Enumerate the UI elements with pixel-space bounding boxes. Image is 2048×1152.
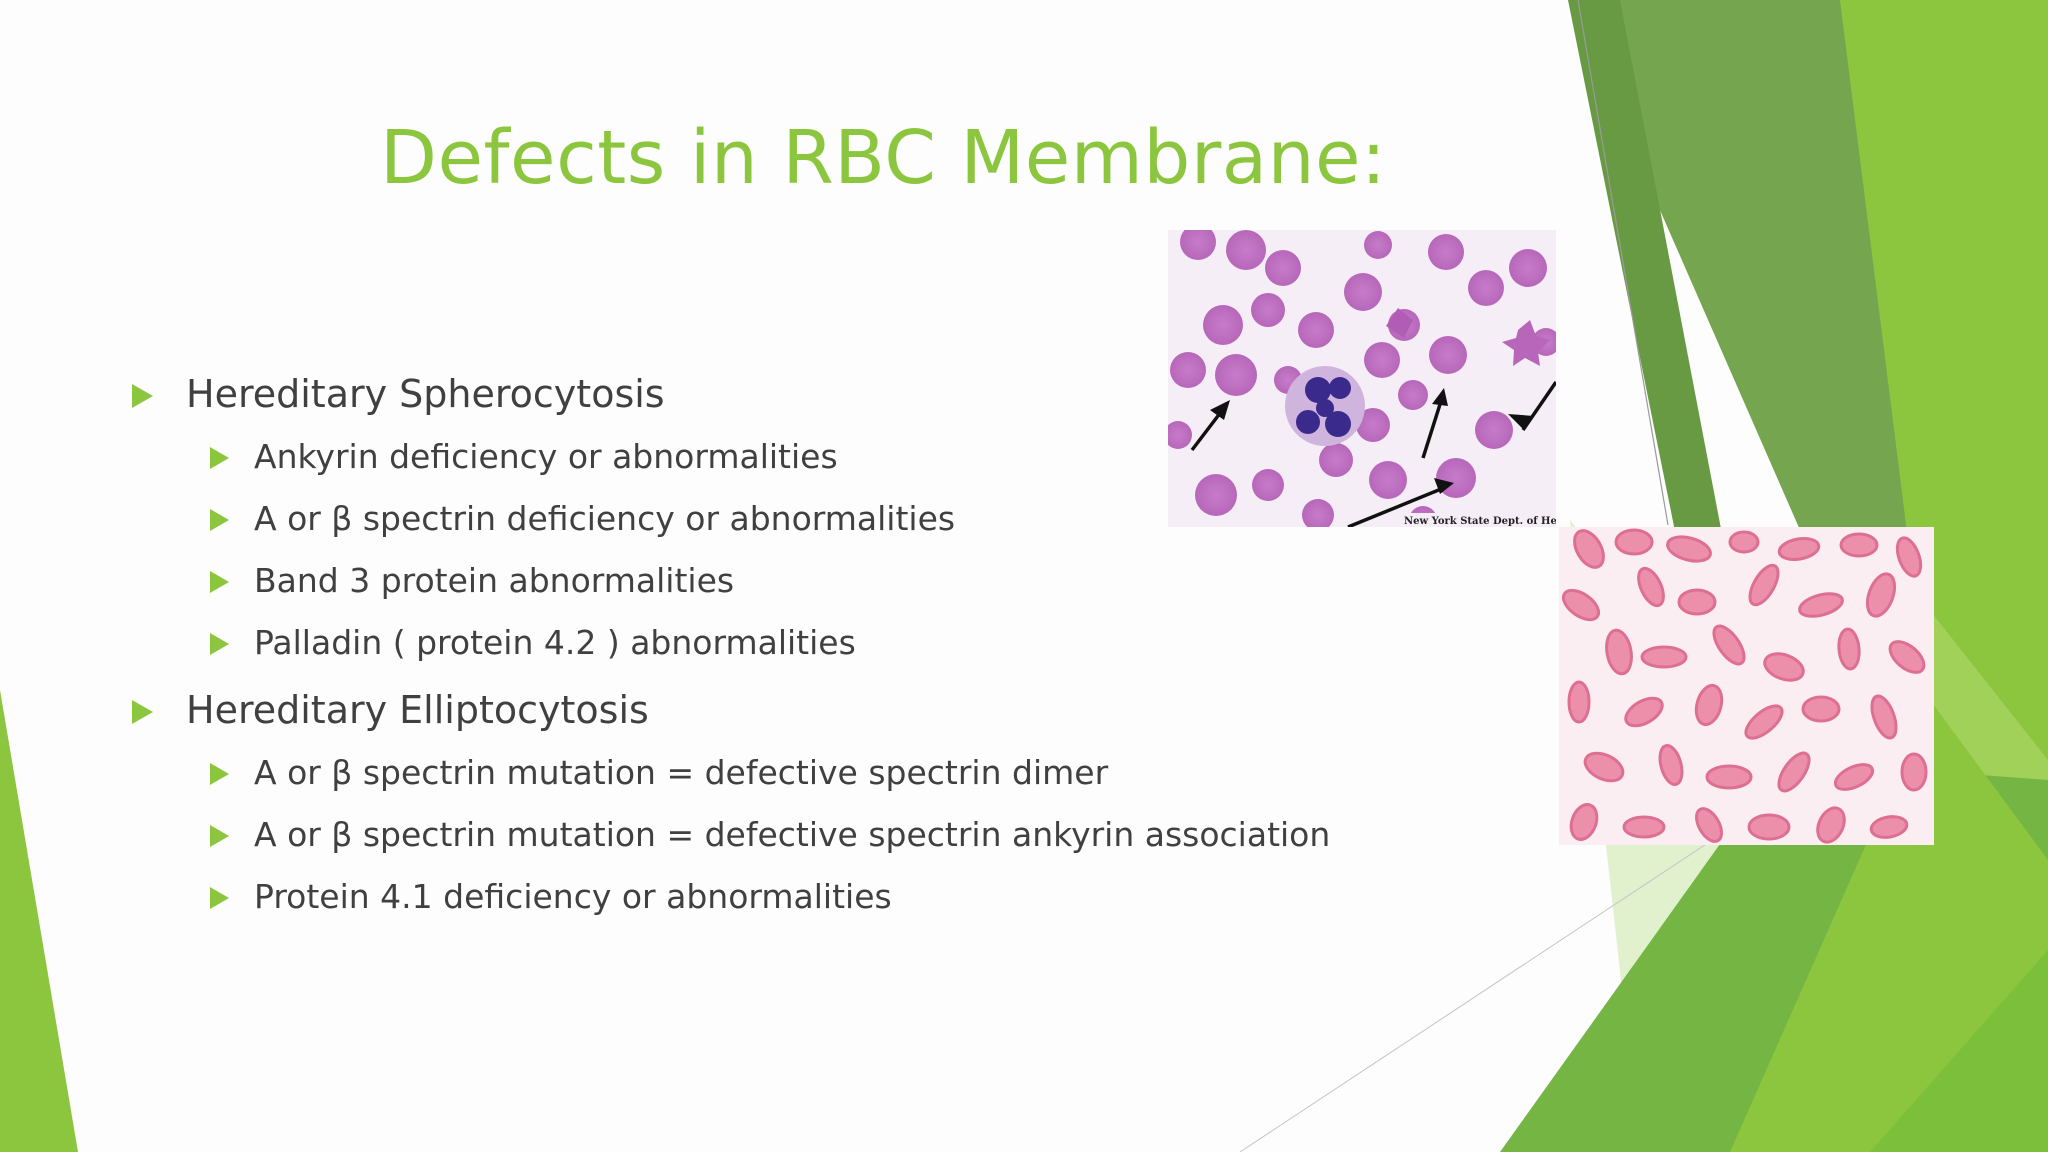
bullet-triangle-icon [210, 509, 229, 531]
bullet-triangle-icon [210, 571, 229, 593]
bullet-triangle-icon [132, 700, 153, 724]
bullet-hereditary-spherocytosis: Hereditary Spherocytosis [130, 362, 1280, 426]
bullet-hereditary-elliptocytosis: Hereditary Elliptocytosis [130, 678, 1280, 742]
sub-bullet-text: Band 3 protein abnormalities [254, 561, 735, 600]
sub-bullet-text: Ankyrin deficiency or abnormalities [254, 437, 838, 476]
sub-bullet: Α or β spectrin mutation = defective spe… [130, 804, 1330, 866]
sub-bullet: Palladin ( protein 4.2 ) abnormalities [130, 612, 1280, 674]
sub-bullet-text: Α or β spectrin mutation = defective spe… [254, 753, 1109, 792]
sub-bullet-text: Protein 4.1 deficiency or abnormalities [254, 877, 892, 916]
bullet-text: Hereditary Elliptocytosis [186, 688, 649, 732]
sub-bullet: Protein 4.1 deficiency or abnormalities [130, 866, 1280, 928]
bullet-triangle-icon [210, 447, 229, 469]
slide-title: Defects in RBC Membrane: [380, 115, 1387, 201]
bullet-list: Hereditary Spherocytosis Ankyrin deficie… [130, 362, 1330, 928]
bullet-triangle-icon [210, 763, 229, 785]
image-caption: New York State Dept. of Heal [1404, 516, 1556, 527]
sub-bullet-text: Α or β spectrin mutation = defective spe… [254, 815, 1331, 854]
bullet-triangle-icon [132, 384, 153, 408]
bullet-text: Hereditary Spherocytosis [186, 372, 665, 416]
sub-bullet: Band 3 protein abnormalities [130, 550, 1280, 612]
sub-bullet-text: Palladin ( protein 4.2 ) abnormalities [254, 623, 856, 662]
spherocytosis-smear-image: New York State Dept. of Heal [1168, 230, 1556, 527]
bullet-triangle-icon [210, 633, 229, 655]
sub-bullet-text: Α or β spectrin deficiency or abnormalit… [254, 499, 956, 538]
sub-bullet: Α or β spectrin deficiency or abnormalit… [130, 488, 1280, 550]
sub-bullet: Α or β spectrin mutation = defective spe… [130, 742, 1280, 804]
bullet-triangle-icon [210, 887, 229, 909]
elliptocytosis-smear-image [1559, 527, 1934, 845]
sub-bullet: Ankyrin deficiency or abnormalities [130, 426, 1280, 488]
bullet-triangle-icon [210, 825, 229, 847]
